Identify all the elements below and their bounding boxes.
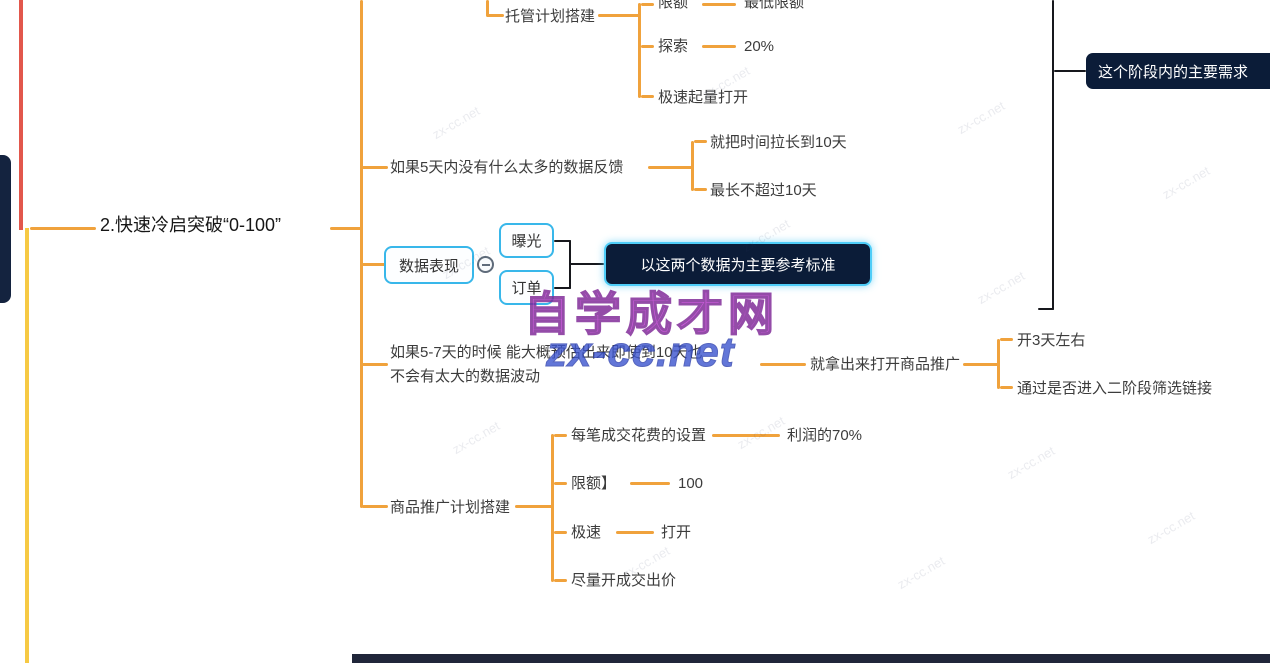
node-data-performance[interactable]: 数据表现: [384, 246, 474, 284]
node-promo-limit-value[interactable]: 100: [678, 475, 704, 492]
watermark-faint: zx-cc.net: [734, 413, 788, 452]
node-explore[interactable]: 探索: [658, 38, 689, 55]
watermark-faint: zx-cc.net: [894, 553, 948, 592]
node-limit-value[interactable]: 最低限额: [744, 0, 805, 11]
connector-line: [362, 263, 386, 266]
connector-line: [760, 363, 806, 366]
watermark-faint: zx-cc.net: [974, 268, 1028, 307]
node-limit[interactable]: 限额: [658, 0, 689, 11]
collapsed-panel-tab[interactable]: [0, 155, 11, 303]
node-promo-plan[interactable]: 商品推广计划搭建: [390, 499, 511, 516]
connector-line: [712, 434, 780, 437]
bracket-line: [569, 263, 604, 265]
watermark-faint: zx-cc.net: [449, 418, 503, 457]
node-main-topic[interactable]: 2.快速冷启突破“0-100”: [100, 215, 282, 235]
minus-icon: [481, 263, 490, 266]
connector-line: [641, 45, 654, 48]
watermark-faint: zx-cc.net: [429, 103, 483, 142]
connector-line: [554, 482, 567, 485]
connector-line: [598, 14, 640, 17]
watermark-faint: zx-cc.net: [1004, 443, 1058, 482]
bracket-line: [638, 3, 641, 98]
connector-line: [515, 505, 553, 508]
connector-line: [694, 188, 707, 191]
node-bid[interactable]: 尽量开成交出价: [571, 572, 677, 589]
red-branch-line: [19, 0, 23, 230]
node-open-days[interactable]: 开3天左右: [1017, 332, 1086, 349]
connector-line: [702, 45, 736, 48]
connector-line: [486, 0, 489, 16]
connector-line: [641, 3, 654, 6]
connector-line: [362, 363, 388, 366]
node-speed-value[interactable]: 打开: [661, 524, 692, 541]
connector-line: [641, 95, 654, 98]
bottom-bar: [352, 654, 1270, 663]
connector-line: [694, 140, 707, 143]
connector-line: [616, 531, 654, 534]
bracket-line: [1052, 0, 1054, 310]
connector-line: [486, 14, 504, 17]
node-no-feedback[interactable]: 如果5天内没有什么太多的数据反馈: [390, 159, 624, 176]
trunk-line: [360, 0, 363, 508]
node-cost-value[interactable]: 利润的70%: [787, 427, 863, 444]
node-promo-limit[interactable]: 限额】: [571, 475, 617, 492]
connector-line: [1000, 386, 1013, 389]
yellow-branch-line: [25, 228, 29, 663]
node-quick-open[interactable]: 极速起量打开: [658, 89, 749, 106]
node-estimate-line2[interactable]: 不会有太大的数据波动: [390, 368, 541, 385]
node-open-promo[interactable]: 就拿出来打开商品推广: [810, 356, 961, 373]
node-extend-days[interactable]: 就把时间拉长到10天: [710, 134, 847, 151]
connector-line: [362, 166, 388, 169]
node-stage-note[interactable]: 这个阶段内的主要需求: [1086, 53, 1270, 89]
watermark-site-url: zx-cc.net: [546, 328, 735, 376]
node-cost-setting[interactable]: 每笔成交花费的设置: [571, 427, 707, 444]
connector-line: [554, 531, 567, 534]
bracket-line: [1038, 308, 1054, 310]
node-hosting-plan[interactable]: 托管计划搭建: [505, 8, 596, 25]
watermark-faint: zx-cc.net: [1144, 508, 1198, 547]
connector-line: [702, 3, 736, 6]
node-max-days[interactable]: 最长不超过10天: [710, 182, 817, 199]
node-reference-note[interactable]: 以这两个数据为主要参考标准: [604, 242, 872, 286]
bracket-line: [1054, 70, 1086, 72]
connector-line: [630, 482, 670, 485]
watermark-faint: zx-cc.net: [954, 98, 1008, 137]
bracket-line: [551, 434, 554, 582]
connector-line: [554, 434, 567, 437]
connector-line: [330, 227, 362, 230]
watermark-site-name: 自学成才网: [523, 287, 779, 341]
node-exposure[interactable]: 曝光: [499, 223, 554, 258]
connector-line: [963, 363, 999, 366]
collapse-icon[interactable]: [477, 256, 494, 273]
node-filter-links[interactable]: 通过是否进入二阶段筛选链接: [1017, 380, 1213, 397]
node-order[interactable]: 订单: [499, 270, 554, 305]
bracket-line: [554, 240, 571, 242]
node-explore-value[interactable]: 20%: [744, 38, 775, 55]
bracket-line: [554, 287, 571, 289]
connector-line: [648, 166, 693, 169]
connector-line: [554, 579, 567, 582]
bracket-line: [691, 141, 694, 191]
node-speed[interactable]: 极速: [571, 524, 602, 541]
bracket-line: [997, 339, 1000, 389]
connector-line: [30, 227, 96, 230]
connector-line: [362, 505, 388, 508]
node-estimate-line1[interactable]: 如果5-7天的时候 能大概预估出来即使到10天也: [390, 344, 703, 361]
connector-line: [1000, 338, 1013, 341]
watermark-faint: zx-cc.net: [1159, 163, 1213, 202]
